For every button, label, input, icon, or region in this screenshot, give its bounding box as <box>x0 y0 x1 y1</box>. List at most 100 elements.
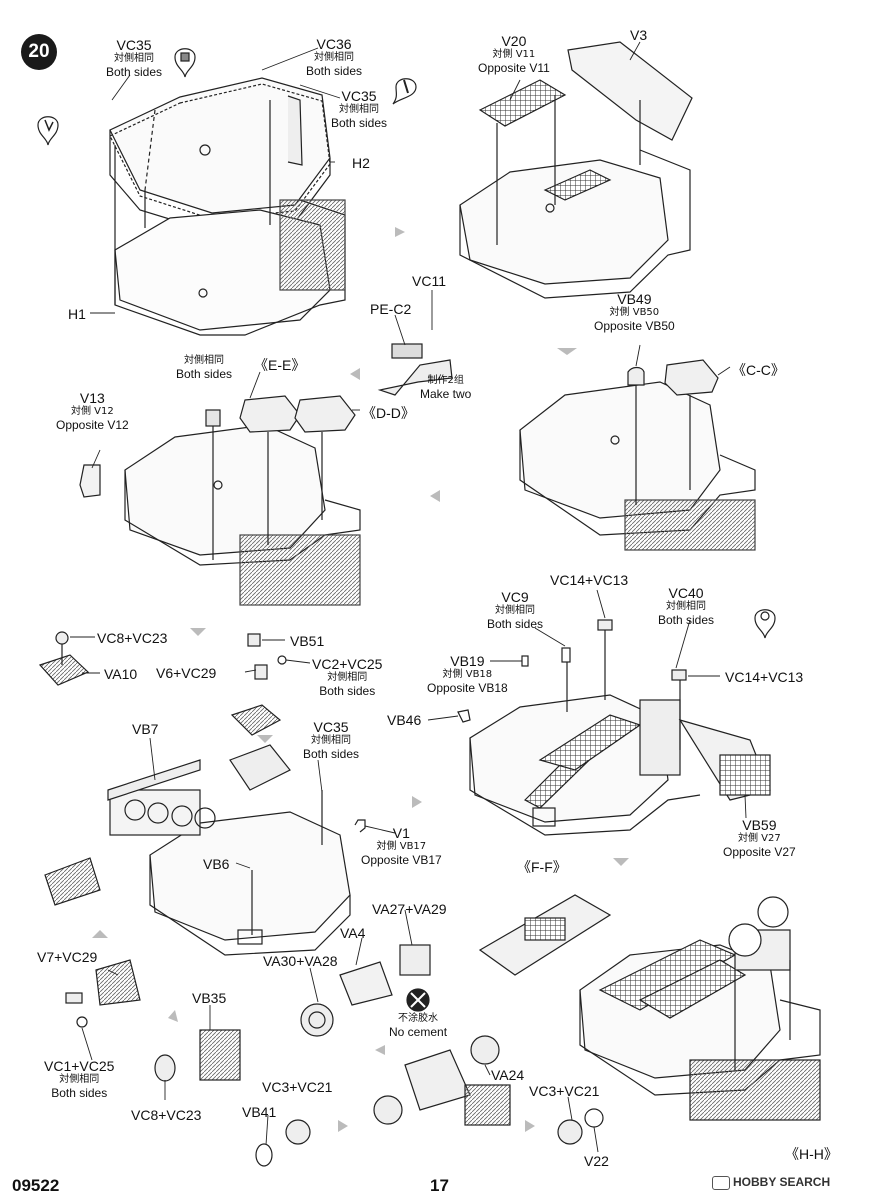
callout-code: VB19 <box>450 653 485 669</box>
turret-assembly-a <box>109 77 346 336</box>
hobby-search-logo-icon <box>712 1175 730 1190</box>
callout-cn: 対側 VB17 <box>376 841 427 852</box>
callout-vc35-mid: VC35 対側相同 Both sides <box>303 720 359 761</box>
callout-cn: 対側 V27 <box>737 833 781 844</box>
callout-va10: VA10 <box>104 666 138 682</box>
callout-vc3-vc21-right: VC3+VC21 <box>529 1083 600 1099</box>
callout-vb19: VB19 対側 VB18 Opposite VB18 <box>427 654 508 695</box>
callout-vc35-top-mid: VC35 対側相同 Both sides <box>331 89 387 130</box>
turret-assembly-b <box>459 41 693 299</box>
callout-cn: 対側 VB50 <box>609 307 660 318</box>
callout-cn: 不涂胶水 <box>398 1013 439 1024</box>
callout-h2: H2 <box>352 155 370 171</box>
callout-en: Both sides <box>319 684 376 698</box>
callout-cn: 対側相同 <box>114 53 155 64</box>
callout-cn: 対側相同 <box>184 355 225 366</box>
callout-code: VC2+VC25 <box>312 656 383 672</box>
callout-en: Make two <box>420 387 472 401</box>
callout-en: Opposite V11 <box>478 61 550 75</box>
callout-h1: H1 <box>68 306 86 322</box>
callout-cn: 対側 V12 <box>70 406 114 417</box>
callout-vc3-vc21-left: VC3+VC21 <box>262 1079 333 1095</box>
callout-en: Opposite VB18 <box>427 681 508 695</box>
flow-arrows <box>92 227 629 1132</box>
callout-vb7: VB7 <box>132 721 159 737</box>
leader-lines <box>70 41 747 1153</box>
callout-en: Opposite V27 <box>723 845 796 859</box>
callout-en: No cement <box>389 1025 448 1039</box>
callout-vc14-vc13-right: VC14+VC13 <box>725 669 804 685</box>
callout-code: VC1+VC25 <box>44 1058 115 1074</box>
watermark-text: HOBBY SEARCH <box>733 1175 831 1189</box>
callout-code: VC35 <box>313 719 349 735</box>
watermark: HOBBY SEARCH <box>712 1175 830 1190</box>
callout-vb46: VB46 <box>387 712 422 728</box>
callout-en: Opposite VB17 <box>361 853 442 867</box>
callout-vb51: VB51 <box>290 633 325 649</box>
callout-vc14-vc13-top: VC14+VC13 <box>550 572 629 588</box>
section-ref-ee: 《E-E》 <box>254 357 306 373</box>
callout-v6-vc29: V6+VC29 <box>156 665 217 681</box>
callout-vb41: VB41 <box>242 1104 277 1120</box>
callout-vc8-vc23-bottom: VC8+VC23 <box>131 1107 202 1123</box>
callout-code: VC36 <box>316 36 352 52</box>
callout-cn: 対側相同 <box>495 605 536 616</box>
turret-assembly-e <box>44 744 366 956</box>
callout-code: VC40 <box>668 585 704 601</box>
section-ref-ff: 《F-F》 <box>517 859 567 875</box>
callout-cn: 制作2组 <box>427 375 464 386</box>
callout-vb49: VB49 対側 VB50 Opposite VB50 <box>594 292 675 333</box>
kit-part-code: 09522 <box>12 1176 60 1195</box>
callout-vb59: VB59 対側 V27 Opposite V27 <box>723 818 796 859</box>
step-number-badge: 20 <box>21 34 57 70</box>
callout-en: Both sides <box>176 367 233 381</box>
callout-v3: V3 <box>630 27 648 43</box>
callout-make-two: 制作2组 Make two <box>420 375 471 401</box>
callout-en: Both sides <box>303 747 360 761</box>
section-ref-cc: 《C-C》 <box>732 362 785 378</box>
paint-icon <box>392 78 417 105</box>
callout-cn: 対側相同 <box>311 735 352 746</box>
callout-ee: 対側相同 Both sides <box>176 355 232 381</box>
callout-cn: 対側相同 <box>314 52 355 63</box>
callout-va27-va29: VA27+VA29 <box>372 901 447 917</box>
turret-assembly-h <box>478 894 821 1121</box>
callout-en: Both sides <box>51 1086 108 1100</box>
turret-assembly-c <box>519 359 756 551</box>
callout-vc1-vc25: VC1+VC25 対側相同 Both sides <box>44 1059 114 1100</box>
callout-no-cement: 不涂胶水 No cement <box>389 1013 447 1039</box>
cement-icon <box>174 48 196 78</box>
callout-en: Both sides <box>106 65 163 79</box>
callout-vc2-vc25: VC2+VC25 対側相同 Both sides <box>312 657 382 698</box>
callout-code: VC35 <box>341 88 377 104</box>
bulb-icon <box>754 609 776 639</box>
callout-cn: 対側相同 <box>59 1074 100 1085</box>
callout-code: V13 <box>79 390 105 406</box>
callout-pe-c2: PE-C2 <box>370 301 412 317</box>
turret-assembly-f <box>457 619 771 836</box>
callout-v13: V13 対側 V12 Opposite V12 <box>56 391 129 432</box>
callout-cn: 対側相同 <box>666 601 707 612</box>
callout-vc9: VC9 対側相同 Both sides <box>487 590 543 631</box>
callout-v1: V1 対側 VB17 Opposite VB17 <box>361 826 442 867</box>
callout-va24: VA24 <box>491 1067 525 1083</box>
callout-vc40: VC40 対側相同 Both sides <box>658 586 714 627</box>
callout-vb35: VB35 <box>192 990 227 1006</box>
callout-code: VC35 <box>116 37 152 53</box>
callout-en: Opposite VB50 <box>594 319 675 333</box>
callout-v7-vc29: V7+VC29 <box>37 949 98 965</box>
callout-en: Both sides <box>306 64 363 78</box>
callout-code: V20 <box>501 33 527 49</box>
callout-en: Both sides <box>331 116 388 130</box>
callout-va30-va28: VA30+VA28 <box>263 953 338 969</box>
section-ref-dd: 《D-D》 <box>362 405 415 421</box>
section-ref-hh: 《H-H》 <box>785 1146 838 1162</box>
callout-code: VB49 <box>617 291 652 307</box>
callout-cn: 対側相同 <box>327 672 368 683</box>
sanding-icon <box>37 116 59 146</box>
callout-vc11: VC11 <box>412 273 446 289</box>
callout-vc8-vc23-top: VC8+VC23 <box>97 630 168 646</box>
callout-code: VC9 <box>501 589 529 605</box>
callout-vc35-top-left: VC35 対側相同 Both sides <box>106 38 162 79</box>
no-cement-icon <box>406 988 430 1012</box>
